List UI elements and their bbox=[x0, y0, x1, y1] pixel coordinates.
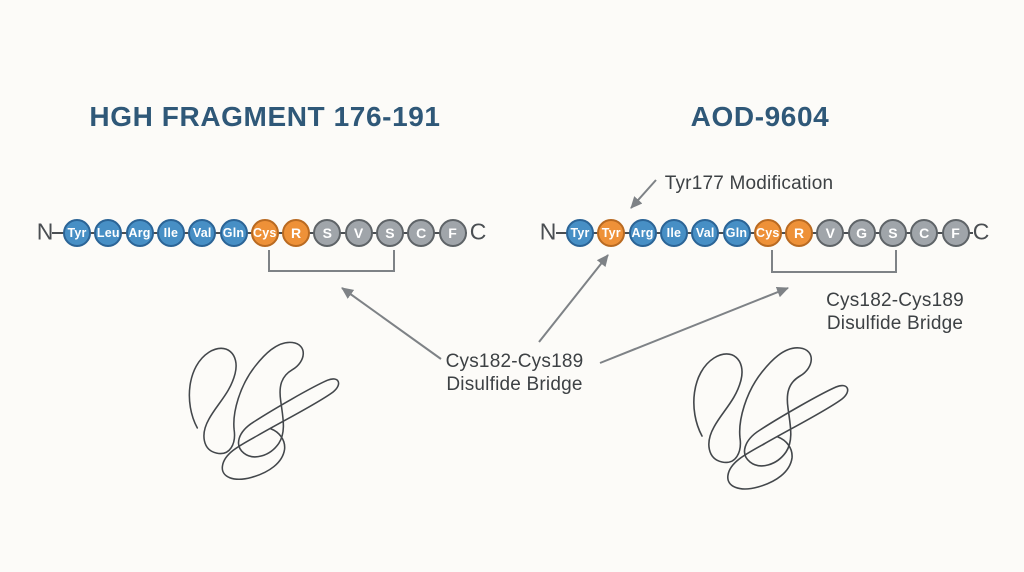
left-residue-5-val: Val bbox=[188, 219, 217, 247]
right-protein-scribble bbox=[693, 347, 849, 490]
arrow-to-left-bracket bbox=[341, 287, 442, 360]
right-residue-4-ile: Ile bbox=[659, 219, 688, 247]
right-residue-11-s: S bbox=[879, 219, 907, 247]
left-residue-1-tyr: Tyr bbox=[63, 219, 91, 247]
left-residue-6-gln: Gln bbox=[219, 219, 248, 247]
left-residue-13-f: F bbox=[438, 219, 467, 247]
left-residue-10-v: V bbox=[344, 219, 373, 247]
arrow-from-modification-label bbox=[630, 179, 657, 209]
right-bridge-line2: Disulfide Bridge bbox=[826, 313, 964, 334]
left-protein-scribble bbox=[188, 341, 340, 480]
right-residue-12-c: C bbox=[910, 219, 939, 247]
right-residue-13-f: F bbox=[941, 219, 970, 247]
center-bridge-line2: Disulfide Bridge bbox=[446, 374, 583, 395]
tyr177-modification-label: Tyr177 Modification bbox=[664, 173, 834, 194]
left-disulfide-bracket bbox=[268, 250, 395, 272]
right-c-terminal-label: C bbox=[972, 218, 990, 245]
left-residue-11-s: S bbox=[376, 219, 404, 247]
left-residue-2-leu: Leu bbox=[94, 219, 123, 247]
right-bridge-line1: Cys182-Cys189 bbox=[826, 290, 964, 311]
left-residue-3-arg: Arg bbox=[125, 219, 154, 247]
right-residue-5-val: Val bbox=[691, 219, 720, 247]
left-c-terminal-label: C bbox=[469, 218, 487, 245]
right-residue-10-g: G bbox=[847, 219, 876, 247]
right-panel-title: AOD-9604 bbox=[690, 101, 830, 132]
left-residue-9-s: S bbox=[313, 219, 342, 247]
right-disulfide-bridge-label: Cys182-Cys189 Disulfide Bridge bbox=[790, 289, 1000, 335]
left-residue-7-cys: Cys bbox=[250, 219, 279, 247]
right-residue-9-v: V bbox=[816, 219, 845, 247]
left-panel-title: HGH FRAGMENT 176-191 bbox=[89, 101, 441, 132]
left-n-terminal-label: N bbox=[36, 218, 54, 245]
left-residue-12-c: C bbox=[407, 219, 436, 247]
center-disulfide-bridge-label: Cys182-Cys189 Disulfide Bridge bbox=[412, 350, 617, 396]
right-disulfide-bracket bbox=[771, 250, 897, 273]
arrow-to-right-bracket bbox=[599, 286, 789, 364]
right-residue-8-r: R bbox=[785, 219, 814, 247]
center-bridge-line1: Cys182-Cys189 bbox=[445, 351, 584, 372]
right-residue-1-tyr: Tyr bbox=[566, 219, 594, 247]
left-residue-4-ile: Ile bbox=[156, 219, 185, 247]
right-residue-7-cys: Cys bbox=[753, 219, 782, 247]
arrow-to-tyr177-residue bbox=[538, 254, 609, 343]
right-n-terminal-label: N bbox=[539, 218, 557, 245]
left-residue-8-r: R bbox=[282, 219, 311, 247]
right-residue-2-tyr: Tyr bbox=[597, 219, 626, 247]
right-residue-6-gln: Gln bbox=[722, 219, 751, 247]
right-residue-3-arg: Arg bbox=[628, 219, 657, 247]
